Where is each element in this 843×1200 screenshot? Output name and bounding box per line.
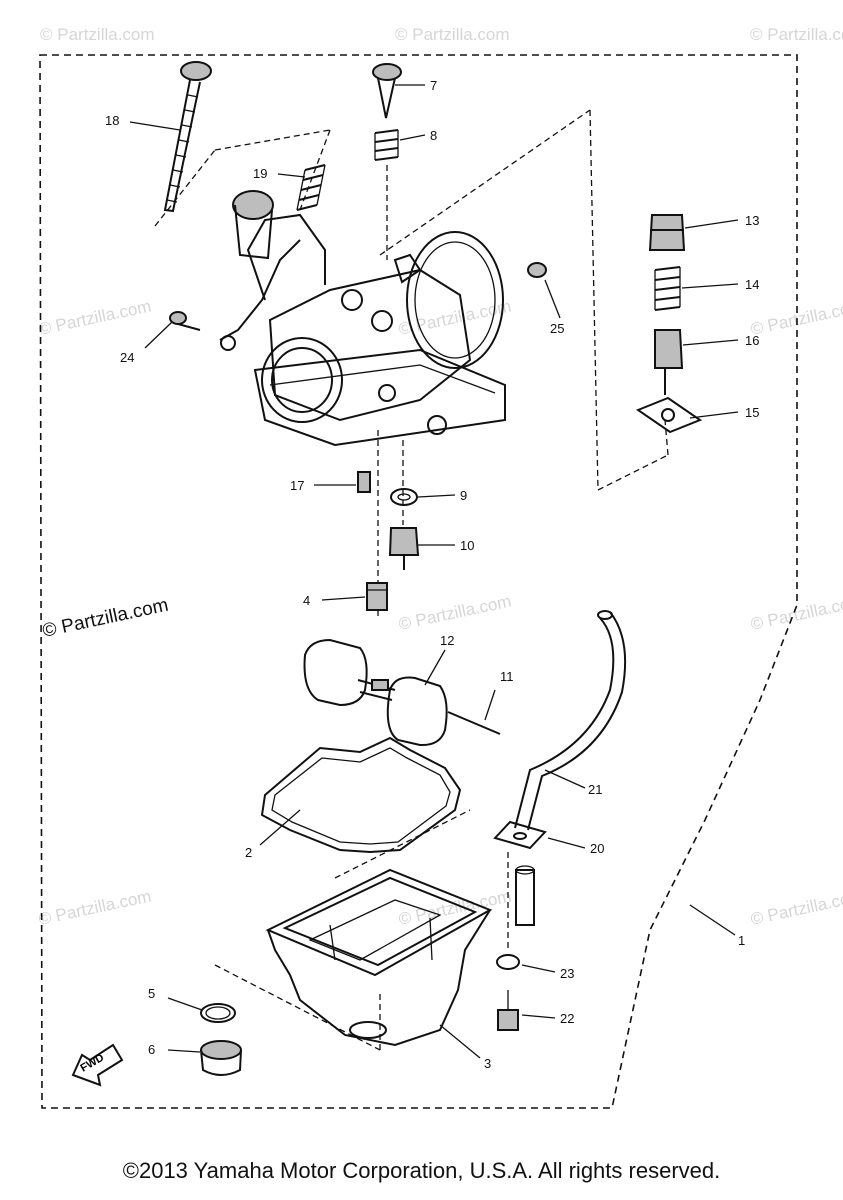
watermark: © Partzilla.com [750, 25, 843, 44]
watermark: © Partzilla.com [749, 887, 843, 929]
watermark-main: © Partzilla.com [41, 595, 171, 642]
callout-label: 9 [460, 488, 467, 503]
callout-label: 18 [105, 113, 119, 128]
callout-label: 19 [253, 166, 267, 181]
fwd-arrow: FWD [71, 1043, 124, 1087]
part-10-needle-valve [388, 527, 420, 570]
callout-label: 4 [303, 593, 310, 608]
part-20-clamp [493, 820, 547, 950]
callout-label: 8 [430, 128, 437, 143]
part-24-screw [169, 311, 201, 331]
part-8-spring [374, 129, 399, 260]
callout-label: 24 [120, 350, 134, 365]
watermark: © Partzilla.com [749, 592, 843, 634]
carburetor-body [219, 190, 506, 447]
callout-label: 25 [550, 321, 564, 336]
callout-label: 3 [484, 1056, 491, 1071]
callout-label: 1 [738, 933, 745, 948]
callout-label: 13 [745, 213, 759, 228]
part-7-pilot-air-screw [372, 63, 402, 119]
part-22-screw [497, 990, 519, 1031]
callout-label: 10 [460, 538, 474, 553]
part-19-spring [296, 164, 326, 211]
part-21-overflow-tube [514, 610, 627, 831]
part-14-spring [654, 266, 681, 311]
watermark: © Partzilla.com [37, 887, 153, 929]
part-5-o-ring [200, 1003, 236, 1023]
part-12-float [303, 638, 448, 747]
callout-label: 22 [560, 1011, 574, 1026]
watermarks: © Partzilla.com © Partzilla.com © Partzi… [37, 25, 843, 929]
watermark: © Partzilla.com [40, 25, 155, 44]
assembly-boundary [39, 54, 798, 1109]
callout-label: 7 [430, 78, 437, 93]
part-25-screw [527, 262, 547, 278]
part-16-plunger [654, 329, 684, 395]
watermark: © Partzilla.com [749, 297, 843, 339]
part-13-starter-plunger-cap [648, 214, 686, 251]
callout-label: 23 [560, 966, 574, 981]
part-4-main-jet [366, 582, 388, 611]
callout-label: 6 [148, 1042, 155, 1057]
copyright-notice: ©2013 Yamaha Motor Corporation, U.S.A. A… [122, 1158, 721, 1183]
callout-label: 14 [745, 277, 759, 292]
part-9-washer [390, 488, 418, 506]
callouts: 7 8 18 19 13 14 16 15 25 24 17 9 10 4 12… [105, 78, 759, 1071]
watermark: © Partzilla.com [37, 297, 153, 339]
callout-label: 11 [500, 669, 514, 684]
part-2-gasket [260, 736, 462, 854]
part-17-pilot-jet [357, 471, 371, 493]
callout-label: 20 [590, 841, 604, 856]
part-23-washer [496, 954, 520, 970]
callout-label: 12 [440, 633, 454, 648]
part-6-drain-plug [200, 1040, 242, 1076]
part-18-throttle-stop-screw [154, 61, 331, 227]
part-3-float-chamber [265, 868, 493, 1047]
watermark: © Partzilla.com [395, 25, 510, 44]
watermark: © Partzilla.com [397, 592, 513, 634]
callout-label: 17 [290, 478, 304, 493]
callout-label: 5 [148, 986, 155, 1001]
diagram-canvas: © Partzilla.com © Partzilla.com © Partzi… [37, 25, 843, 1109]
callout-label: 15 [745, 405, 759, 420]
callout-label: 16 [745, 333, 759, 348]
part-11-float-pin [447, 711, 501, 735]
part-15-plate [635, 396, 703, 434]
callout-label: 21 [588, 782, 602, 797]
callout-label: 2 [245, 845, 252, 860]
